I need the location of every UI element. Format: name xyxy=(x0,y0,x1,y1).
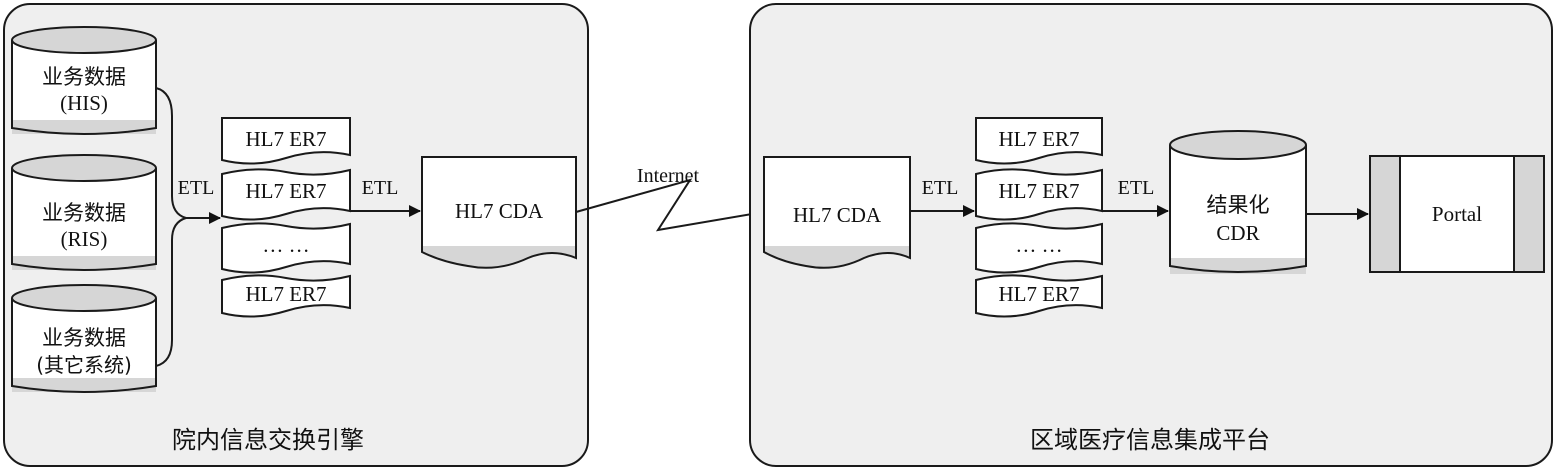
portal-label: Portal xyxy=(1432,202,1482,226)
database-ris: 业务数据 (RIS) xyxy=(11,154,157,271)
hl7-message-ellipsis: … … xyxy=(1015,233,1062,257)
database-other-systems: 业务数据 (其它系统) xyxy=(11,284,157,393)
hl7-message-label: HL7 ER7 xyxy=(998,282,1079,306)
hospital-panel-title: 院内信息交换引擎 xyxy=(172,426,364,454)
hl7-message-label: HL7 ER7 xyxy=(245,127,326,151)
database-his-system: (HIS) xyxy=(60,91,108,115)
database-ris-system: (RIS) xyxy=(61,227,108,251)
hl7-message-stack-right: HL7 ER7 HL7 ER7 … … HL7 ER7 xyxy=(975,117,1103,318)
database-other-label: 业务数据 xyxy=(42,326,126,350)
database-his-label: 业务数据 xyxy=(42,65,126,89)
hl7-cda-document-left: HL7 CDA xyxy=(421,156,577,269)
hl7-message-item: HL7 ER7 xyxy=(221,168,351,221)
hl7-message-label: HL7 ER7 xyxy=(998,127,1079,151)
internet-label: Internet xyxy=(637,165,700,187)
hl7-cda-document-right: HL7 CDA xyxy=(763,156,911,269)
etl-label-left-2: ETL xyxy=(362,177,399,199)
hl7-message-item: HL7 ER7 xyxy=(975,168,1103,221)
hl7-message-label: HL7 ER7 xyxy=(245,282,326,306)
hl7-message-item: HL7 ER7 xyxy=(221,274,351,318)
hl7-message-stack-left: HL7 ER7 HL7 ER7 … … HL7 ER7 xyxy=(221,117,351,318)
etl-label-right-2: ETL xyxy=(1118,177,1155,199)
database-ris-label: 业务数据 xyxy=(42,201,126,225)
etl-label-right-1: ETL xyxy=(922,177,959,199)
regional-panel-frame xyxy=(749,3,1553,467)
cdr-name: CDR xyxy=(1216,221,1259,245)
cdr-label: 结果化 xyxy=(1207,193,1270,217)
cda-label-left: HL7 CDA xyxy=(455,199,544,223)
etl-label-left-1: ETL xyxy=(178,177,215,199)
hl7-message-item-ellipsis: … … xyxy=(221,222,351,274)
hl7-message-label: HL7 ER7 xyxy=(998,179,1079,203)
portal-box: Portal xyxy=(1369,155,1545,273)
hospital-exchange-engine-panel: 业务数据 (HIS) 业务数据 (RIS) 业务数据 (其它系统) ETL xyxy=(3,3,589,467)
internet-link xyxy=(575,178,765,232)
hl7-message-item: HL7 ER7 xyxy=(221,117,351,165)
database-his: 业务数据 (HIS) xyxy=(11,26,157,135)
hl7-message-item-ellipsis: … … xyxy=(975,222,1103,274)
cda-label-right: HL7 CDA xyxy=(793,203,882,227)
hl7-message-ellipsis: … … xyxy=(262,233,309,257)
database-other-system: (其它系统) xyxy=(36,353,132,377)
regional-panel-title: 区域医疗信息集成平台 xyxy=(1030,426,1270,454)
hl7-message-item: HL7 ER7 xyxy=(975,117,1103,165)
structured-cdr-database: 结果化 CDR xyxy=(1169,130,1307,274)
hl7-message-item: HL7 ER7 xyxy=(975,274,1103,318)
hl7-message-label: HL7 ER7 xyxy=(245,179,326,203)
regional-integration-platform-panel: HL7 CDA ETL HL7 ER7 HL7 ER7 … … HL7 ER7 xyxy=(749,3,1553,467)
